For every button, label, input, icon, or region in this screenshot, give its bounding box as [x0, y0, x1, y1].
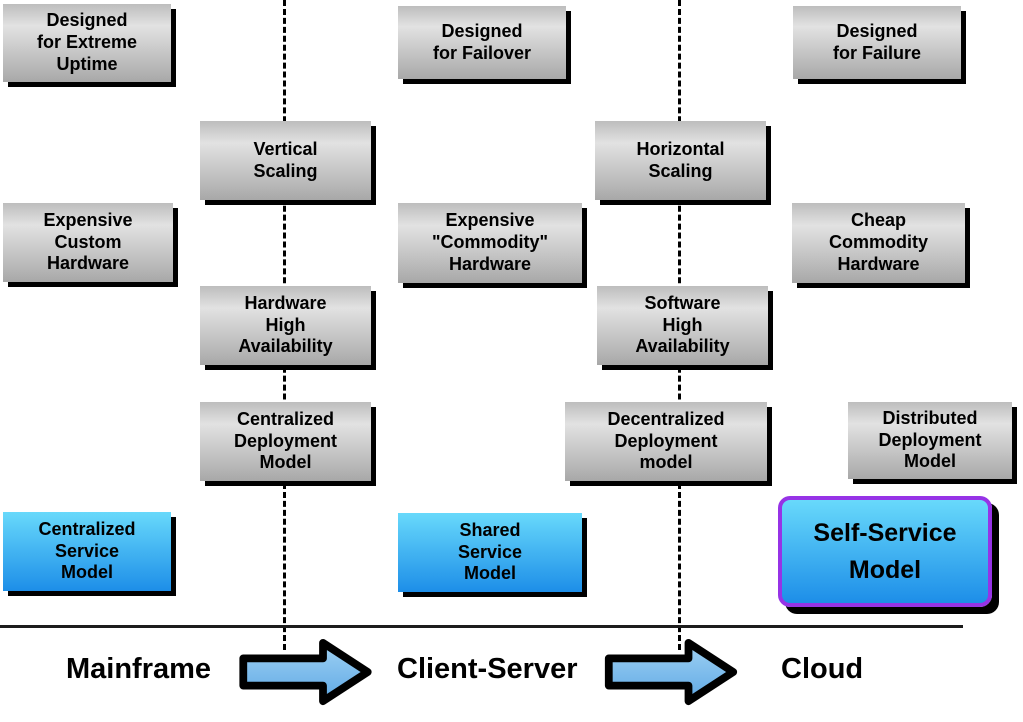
box-expensive-commodity-hardware: Expensive "Commodity" Hardware — [398, 203, 582, 283]
box-hardware-high-availability: Hardware High Availability — [200, 286, 371, 365]
box-cheap-commodity-hardware: Cheap Commodity Hardware — [792, 203, 965, 283]
arrow-clientserver-to-cloud-icon — [604, 638, 738, 706]
box-software-high-availability: Software High Availability — [597, 286, 768, 365]
box-centralized-deployment-model: Centralized Deployment Model — [200, 402, 371, 481]
era-label-cloud: Cloud — [781, 653, 864, 685]
era-label-client-server: Client-Server — [397, 653, 578, 685]
era-label-mainframe: Mainframe — [66, 653, 212, 685]
box-vertical-scaling: Vertical Scaling — [200, 121, 371, 200]
box-self-service-model: Self-Service Model — [778, 496, 992, 607]
box-designed-failover: Designed for Failover — [398, 6, 566, 79]
timeline-axis — [0, 625, 963, 628]
box-shared-service-model: Shared Service Model — [398, 513, 582, 592]
box-distributed-deployment-model: Distributed Deployment Model — [848, 402, 1012, 479]
arrow-mainframe-to-clientserver-icon — [239, 638, 372, 706]
box-decentralized-deployment-model: Decentralized Deployment model — [565, 402, 767, 481]
box-designed-failure: Designed for Failure — [793, 6, 961, 79]
box-designed-extreme-uptime: Designed for Extreme Uptime — [3, 4, 171, 82]
box-centralized-service-model: Centralized Service Model — [3, 512, 171, 591]
box-horizontal-scaling: Horizontal Scaling — [595, 121, 766, 200]
box-expensive-custom-hardware: Expensive Custom Hardware — [3, 203, 173, 282]
